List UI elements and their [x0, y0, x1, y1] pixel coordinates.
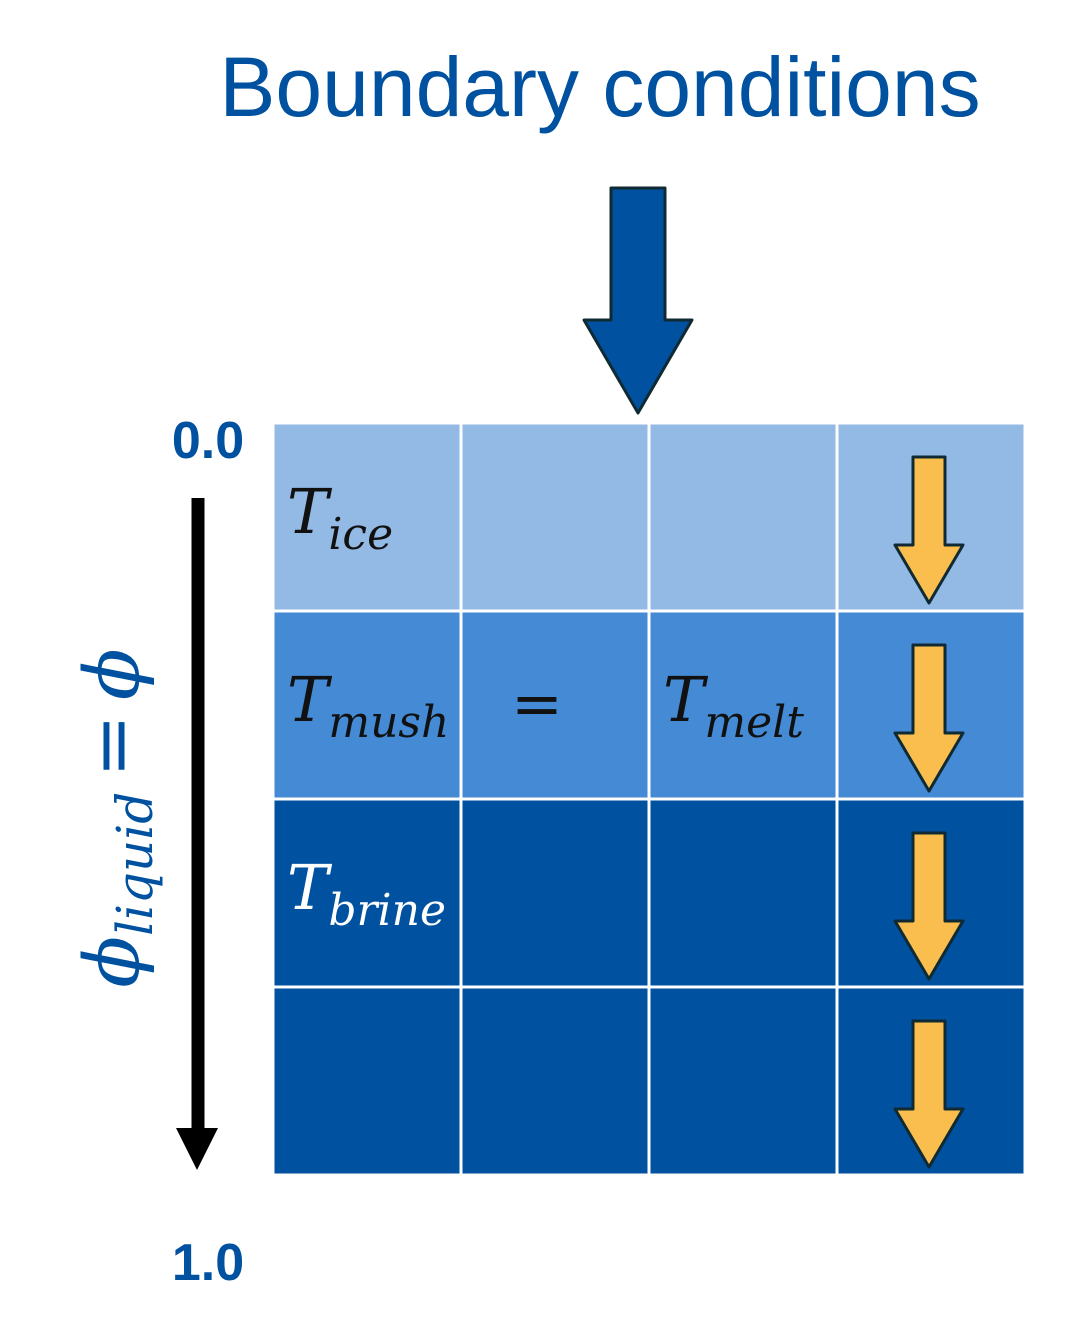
cell-label-subscript: melt	[704, 697, 804, 748]
grid-cell-r3-c1	[459, 985, 651, 1177]
axis-label-subscript: liquid	[106, 792, 164, 936]
cell-label-main: T	[287, 851, 333, 924]
axis-label-rhs: ϕ	[67, 648, 156, 700]
cell-label-subscript: mush	[328, 697, 449, 748]
cell-label-main: T	[287, 475, 333, 548]
cell-label-mush: Tmush	[287, 663, 449, 748]
axis-label: ϕliquid=ϕ	[67, 648, 164, 988]
axis-label-symbol: ϕ	[67, 936, 156, 988]
cell-label-subscript: ice	[328, 509, 393, 560]
axis-label-equals: =	[67, 714, 156, 778]
svg-text:ϕliquid=ϕ: ϕliquid=ϕ	[67, 648, 164, 988]
heat-flux-arrow-icon	[893, 455, 965, 605]
axis-top-value: 0.0	[172, 412, 244, 470]
cell-label-main: T	[663, 663, 709, 736]
cell-label-ice: Tice	[287, 475, 393, 560]
grid-cell-r2-c0	[271, 797, 463, 989]
cell-label-melt: Tmelt	[663, 663, 804, 748]
axis-arrow-icon	[176, 498, 218, 1170]
grid-cell-r0-c2	[647, 421, 839, 613]
grid-cell-r2-c1	[459, 797, 651, 989]
heat-flux-arrow-icon	[893, 643, 965, 793]
heat-flux-arrow-icon	[893, 1019, 965, 1169]
cell-label-subscript: brine	[328, 885, 446, 936]
grid-cell-r0-c0	[271, 421, 463, 613]
heat-flux-arrow-icon	[893, 831, 965, 981]
axis-bottom-value: 1.0	[172, 1234, 244, 1292]
grid-cell-r3-c0	[271, 985, 463, 1177]
grid-cell-r3-c2	[647, 985, 839, 1177]
cell-label-main: T	[287, 663, 333, 736]
grid-cell-r2-c2	[647, 797, 839, 989]
cell-equals-sign: =	[511, 667, 563, 740]
diagram-title: Boundary conditions	[219, 40, 980, 134]
cell-label-brine: Tbrine	[287, 851, 446, 936]
grid-cell-r0-c1	[459, 421, 651, 613]
boundary-flux-arrow-icon	[582, 186, 694, 415]
